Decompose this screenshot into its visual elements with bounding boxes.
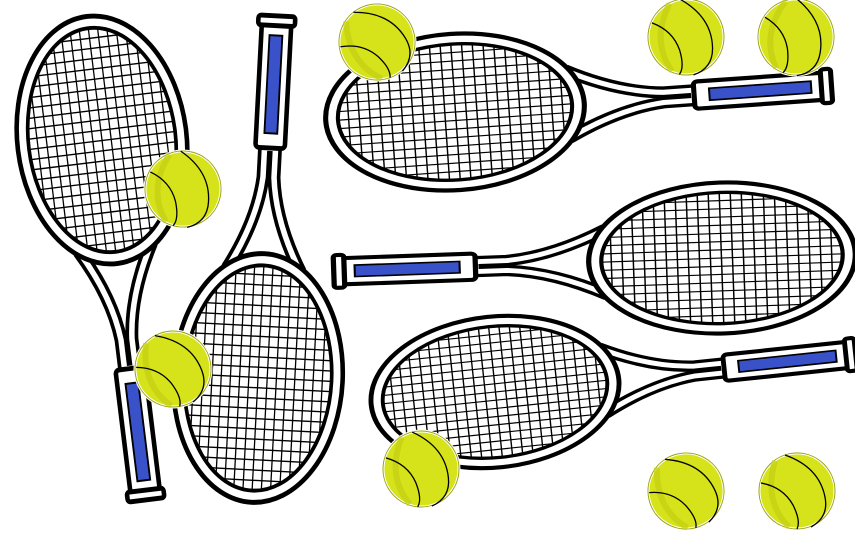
ball-bottom-right-2-icon bbox=[759, 453, 835, 529]
ball-top-right-1-icon bbox=[642, 0, 730, 81]
racket-middle-left-grip-icon bbox=[331, 178, 855, 347]
ball-bottom-right-1-icon bbox=[639, 444, 732, 535]
